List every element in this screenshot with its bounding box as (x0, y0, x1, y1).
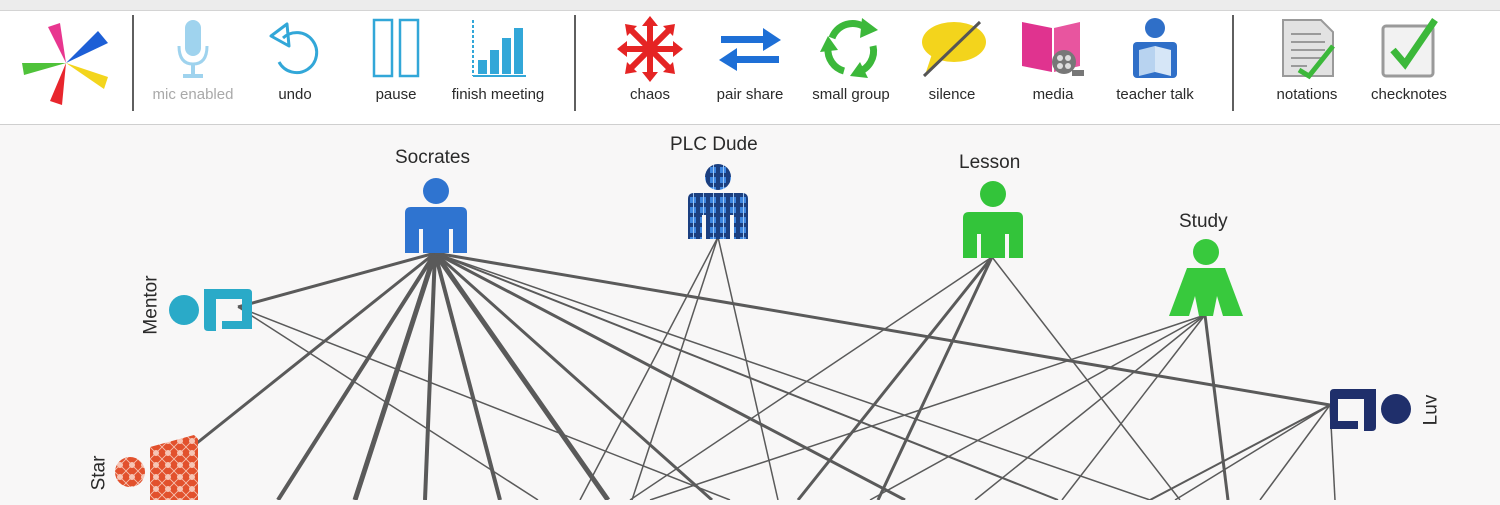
plaid-person-icon (688, 164, 748, 239)
connection-line (276, 251, 437, 500)
pair-share-label: pair share (716, 86, 784, 103)
swap-arrows-icon (719, 28, 781, 71)
finish-meeting-button[interactable]: finish meeting (446, 11, 550, 124)
media-label: media (1032, 86, 1074, 103)
connection-line (869, 314, 1206, 500)
connection-line (434, 251, 713, 500)
undo-icon (269, 22, 319, 75)
chaos-arrows-icon (617, 16, 683, 82)
connection-line (434, 252, 1151, 500)
toolbar-separator (574, 15, 576, 111)
participant-socrates[interactable] (403, 177, 469, 253)
connection-line (1174, 404, 1331, 500)
connection-line (629, 256, 993, 500)
connection-line (1149, 404, 1331, 500)
connection-line (191, 251, 436, 449)
undo-label: undo (278, 86, 312, 103)
connection-line (434, 252, 1059, 500)
participant-study[interactable] (1167, 238, 1245, 316)
person-icon (405, 178, 467, 253)
connection-line (433, 252, 502, 500)
pause-icon (372, 18, 420, 78)
connection-line (1259, 404, 1331, 500)
toolbar-separator (132, 15, 134, 111)
participant-label-socrates: Socrates (395, 147, 470, 168)
participant-label-star: Star (88, 455, 110, 491)
checknotes-button[interactable]: checknotes (1362, 11, 1456, 124)
connection-line (649, 314, 1206, 500)
teacher-reading-icon (1133, 18, 1177, 78)
app-logo (20, 17, 112, 109)
silence-button[interactable]: silence (907, 11, 997, 124)
participant-label-mentor: Mentor (140, 275, 162, 335)
pause-button[interactable]: pause (356, 11, 436, 124)
connection-line (631, 236, 719, 500)
chaos-label: chaos (629, 86, 671, 103)
connection-line (876, 256, 994, 500)
connection-line (237, 306, 731, 500)
media-button[interactable]: media (1008, 11, 1098, 124)
notepad-check-icon (1282, 19, 1335, 80)
window-top-bar (0, 0, 1500, 11)
participant-lesson[interactable] (961, 180, 1025, 258)
connection-line (432, 251, 611, 500)
participant-plc-dude[interactable] (686, 163, 750, 239)
connection-line (352, 252, 438, 500)
connection-line (974, 314, 1206, 500)
teacher-talk-label: teacher talk (1116, 86, 1194, 103)
notations-button[interactable]: notations (1262, 11, 1352, 124)
pause-label: pause (375, 86, 417, 103)
connection-line (237, 306, 539, 500)
patterned-person-icon (115, 435, 198, 500)
mic-enabled-button[interactable]: mic enabled (143, 11, 243, 124)
reclining-person-icon (1330, 389, 1411, 431)
silence-bubble-icon (922, 20, 986, 78)
mic-enabled-label: mic enabled (152, 86, 234, 103)
small-group-label: small group (812, 86, 890, 103)
participant-star[interactable] (114, 435, 200, 500)
participant-label-lesson: Lesson (959, 152, 1021, 173)
participant-label-study: Study (1179, 211, 1228, 232)
undo-button[interactable]: undo (255, 11, 335, 124)
finish-meeting-label: finish meeting (451, 86, 545, 103)
discussion-map-canvas[interactable]: Socrates PLC Dude Lesson (0, 125, 1500, 500)
bar-chart-icon (472, 20, 526, 77)
connection-line (991, 256, 1181, 500)
microphone-icon (177, 20, 209, 78)
checkbox-icon (1381, 18, 1438, 78)
silence-label: silence (928, 86, 976, 103)
connection-line (434, 251, 906, 500)
connection-line (717, 236, 779, 500)
toolbar: mic enabled undo pause finish meeting (0, 11, 1500, 125)
notations-label: notations (1276, 86, 1338, 103)
pair-share-button[interactable]: pair share (705, 11, 795, 124)
participant-luv[interactable] (1326, 383, 1412, 435)
pinwheel-logo-icon (22, 23, 108, 105)
participant-label-plc-dude: PLC Dude (670, 134, 758, 155)
participant-label-luv: Luv (1420, 394, 1442, 426)
toolbar-separator (1232, 15, 1234, 111)
connection-line (237, 251, 436, 309)
checknotes-label: checknotes (1371, 86, 1447, 103)
person-icon (963, 181, 1023, 258)
book-film-icon (1022, 22, 1084, 76)
connection-line (1061, 314, 1206, 500)
teacher-talk-button[interactable]: teacher talk (1108, 11, 1202, 124)
connection-line (1203, 314, 1230, 500)
chaos-button[interactable]: chaos (605, 11, 695, 124)
female-person-icon (1169, 239, 1243, 316)
connection-lines (191, 236, 1336, 500)
small-group-button[interactable]: small group (806, 11, 896, 124)
connection-line (796, 256, 994, 500)
connection-line (423, 252, 437, 500)
connection-line (434, 251, 1331, 407)
participant-mentor[interactable] (168, 285, 254, 335)
reclining-person-icon (169, 289, 252, 331)
connection-line (579, 236, 719, 500)
cycle-arrows-icon (820, 18, 878, 78)
